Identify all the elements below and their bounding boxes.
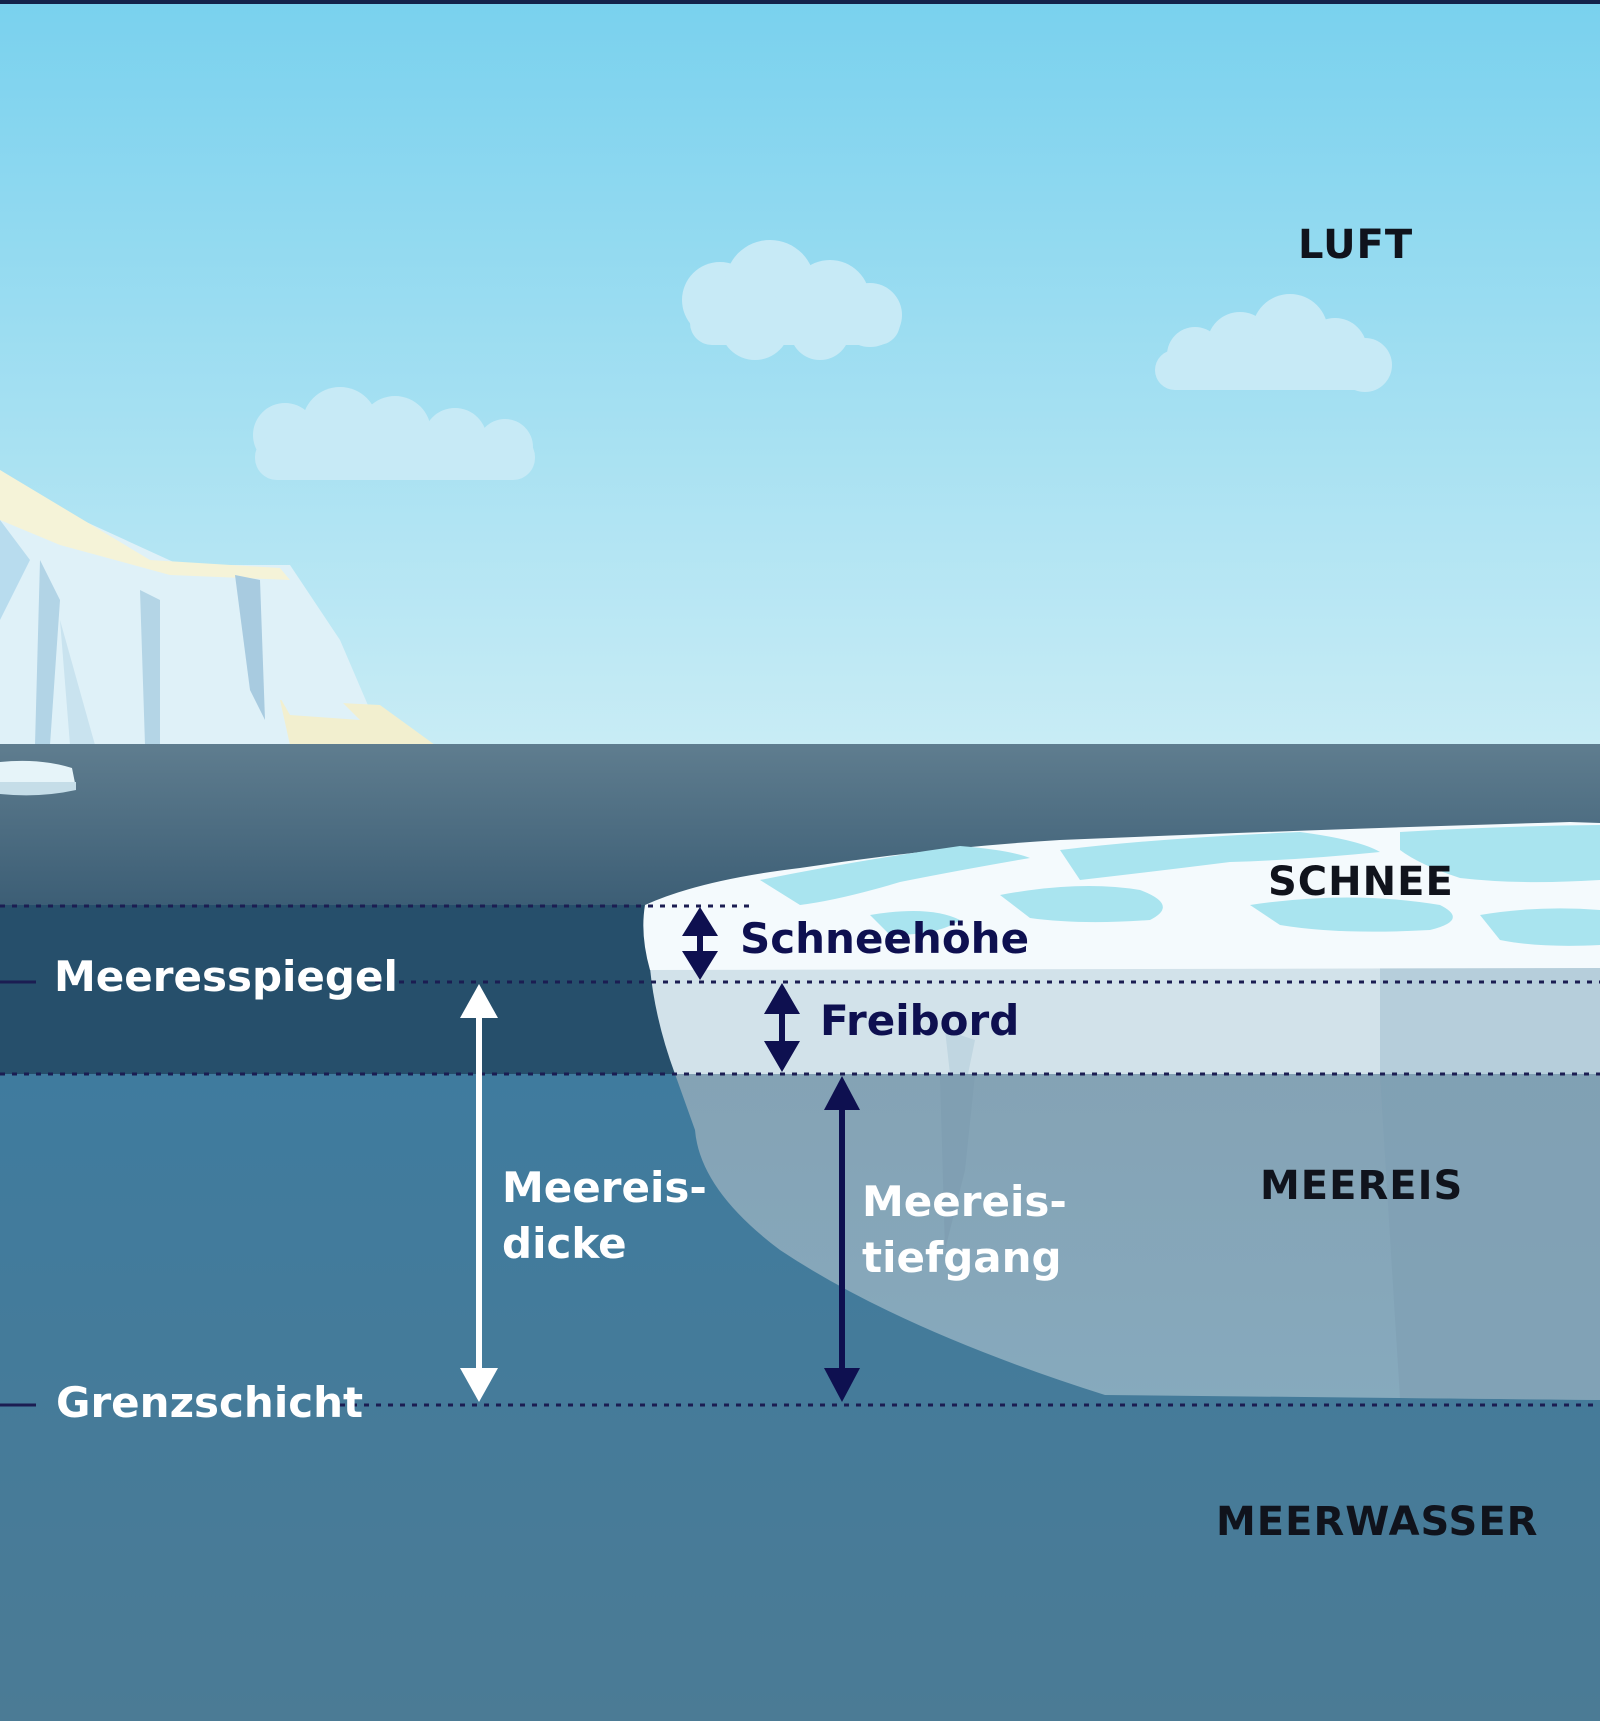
distant-glacier <box>0 470 435 745</box>
zone-label-sea-ice: MEEREIS <box>1260 1163 1464 1209</box>
sea-ice-underwater <box>675 1074 1600 1400</box>
snow-texture <box>760 825 1600 946</box>
sea-level-label: Meeresspiegel <box>54 952 398 1001</box>
zone-label-sea-water: MEERWASSER <box>1216 1499 1539 1545</box>
ice-draft-arrow <box>824 1076 860 1402</box>
reference-lines <box>0 904 1600 1407</box>
zone-label-air: LUFT <box>1298 222 1414 268</box>
freeboard-label: Freibord <box>820 996 1020 1045</box>
ice-thickness-arrow <box>460 984 498 1402</box>
top-border <box>0 0 1600 4</box>
cloud <box>253 387 535 480</box>
small-floe <box>0 760 76 796</box>
cloud <box>682 240 902 360</box>
cloud <box>1155 294 1392 392</box>
freeboard-arrow <box>764 983 800 1072</box>
ice-draft-label: Meereis- tiefgang <box>862 1177 1067 1282</box>
snow-depth-label: Schneehöhe <box>740 914 1030 963</box>
boundary-label: Grenzschicht <box>56 1378 364 1427</box>
snow-depth-arrow <box>682 907 718 980</box>
zone-label-snow: SCHNEE <box>1268 859 1454 905</box>
freeboard-ice <box>650 965 1600 1074</box>
ice-thickness-label: Meereis- dicke <box>502 1163 707 1268</box>
